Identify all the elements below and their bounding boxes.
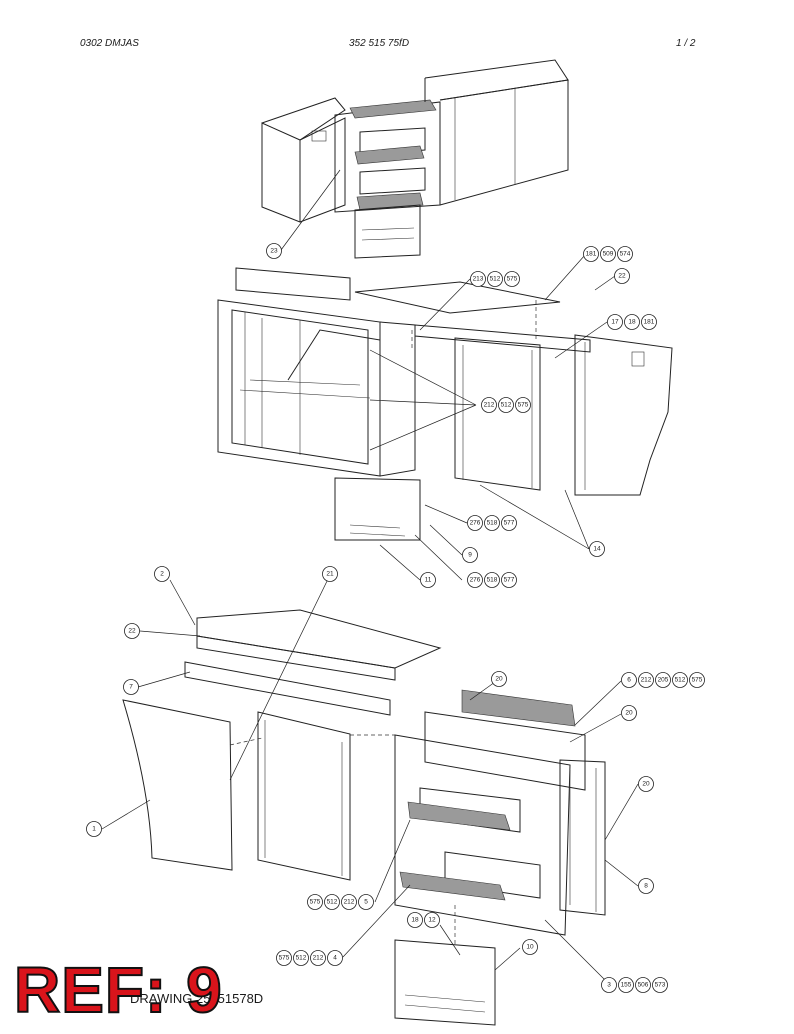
svg-text:23: 23 (270, 248, 278, 255)
svg-text:12: 12 (428, 917, 436, 924)
callout-20-b: 20 (621, 705, 637, 721)
callout-22-top: 22 (614, 268, 630, 284)
ref-label: REF: 9 (13, 954, 223, 1026)
svg-text:20: 20 (625, 710, 633, 717)
callout-3-155-506-573: 3 155 506 573 (601, 977, 668, 993)
svg-text:512: 512 (296, 955, 307, 962)
svg-text:213: 213 (473, 276, 484, 283)
svg-text:18: 18 (628, 319, 636, 326)
svg-text:577: 577 (504, 577, 515, 584)
svg-text:10: 10 (526, 944, 534, 951)
svg-text:181: 181 (644, 319, 655, 326)
header-page-number: 1 / 2 (676, 38, 696, 49)
svg-text:512: 512 (675, 677, 686, 684)
callout-22-lower: 22 (124, 623, 140, 639)
svg-text:14: 14 (593, 546, 601, 553)
svg-text:518: 518 (487, 577, 498, 584)
callout-276-518-577-a: 276 518 577 (467, 515, 517, 531)
lower-exploded-view (122, 609, 606, 1026)
callout-23: 23 (266, 243, 282, 259)
svg-text:512: 512 (501, 402, 512, 409)
svg-text:575: 575 (507, 276, 518, 283)
callout-11: 11 (420, 572, 436, 588)
callout-10: 10 (522, 939, 538, 955)
callout-213-512-575: 213 512 575 (470, 271, 520, 287)
svg-text:512: 512 (327, 899, 338, 906)
svg-text:577: 577 (504, 520, 515, 527)
svg-text:575: 575 (692, 677, 703, 684)
svg-text:574: 574 (620, 251, 631, 258)
header-doc-code: 0302 DMJAS (80, 38, 139, 49)
svg-text:205: 205 (658, 677, 669, 684)
svg-text:18: 18 (411, 917, 419, 924)
svg-text:212: 212 (484, 402, 495, 409)
svg-text:575: 575 (310, 899, 321, 906)
svg-text:1: 1 (92, 826, 96, 833)
svg-text:212: 212 (313, 955, 324, 962)
svg-text:573: 573 (655, 982, 666, 989)
callout-2: 2 (154, 566, 170, 582)
svg-text:575: 575 (518, 402, 529, 409)
svg-text:155: 155 (621, 982, 632, 989)
svg-text:8: 8 (644, 883, 648, 890)
svg-text:276: 276 (470, 520, 481, 527)
callout-17-18-181: 17 18 181 (607, 314, 657, 330)
svg-text:518: 518 (487, 520, 498, 527)
svg-text:21: 21 (326, 571, 334, 578)
drawing-number: DRAWING 25251578D (130, 991, 264, 1006)
svg-text:512: 512 (490, 276, 501, 283)
callout-1: 1 (86, 821, 102, 837)
svg-text:6: 6 (627, 677, 631, 684)
callout-21: 21 (322, 566, 338, 582)
svg-text:17: 17 (611, 319, 619, 326)
callout-20-a: 20 (491, 671, 507, 687)
svg-text:2: 2 (160, 571, 164, 578)
top-assembly-view (261, 59, 569, 259)
callout-7: 7 (123, 679, 139, 695)
svg-text:9: 9 (468, 552, 472, 559)
svg-text:22: 22 (618, 273, 626, 280)
svg-text:20: 20 (495, 676, 503, 683)
svg-text:181: 181 (586, 251, 597, 258)
middle-frame-assembly (217, 267, 673, 541)
header-part-number: 352 515 75fD (349, 38, 410, 49)
svg-text:3: 3 (607, 982, 611, 989)
callout-20-c: 20 (638, 776, 654, 792)
svg-text:276: 276 (470, 577, 481, 584)
callout-8: 8 (638, 878, 654, 894)
svg-text:506: 506 (638, 982, 649, 989)
callout-575-512-212-5: 575 512 212 5 (307, 894, 374, 910)
callout-575-512-212-4: 575 512 212 4 (276, 950, 343, 966)
svg-text:575: 575 (279, 955, 290, 962)
svg-text:11: 11 (425, 577, 432, 584)
callout-9: 9 (462, 547, 478, 563)
callout-14: 14 (589, 541, 605, 557)
svg-text:212: 212 (344, 899, 355, 906)
svg-text:4: 4 (333, 955, 337, 962)
leader-lines (101, 169, 639, 986)
callout-18-12: 18 12 (407, 912, 440, 928)
svg-text:5: 5 (364, 899, 368, 906)
svg-text:20: 20 (642, 781, 650, 788)
svg-text:212: 212 (641, 677, 652, 684)
svg-text:509: 509 (603, 251, 614, 258)
callout-212-512-575-mid: 212 512 575 (481, 397, 531, 413)
callout-181-509-574: 181 509 574 (583, 246, 633, 262)
svg-text:7: 7 (129, 684, 133, 691)
svg-text:22: 22 (128, 628, 136, 635)
callout-276-518-577-b: 276 518 577 (467, 572, 517, 588)
callout-6-212-205-512-575: 6 212 205 512 575 (621, 672, 705, 688)
